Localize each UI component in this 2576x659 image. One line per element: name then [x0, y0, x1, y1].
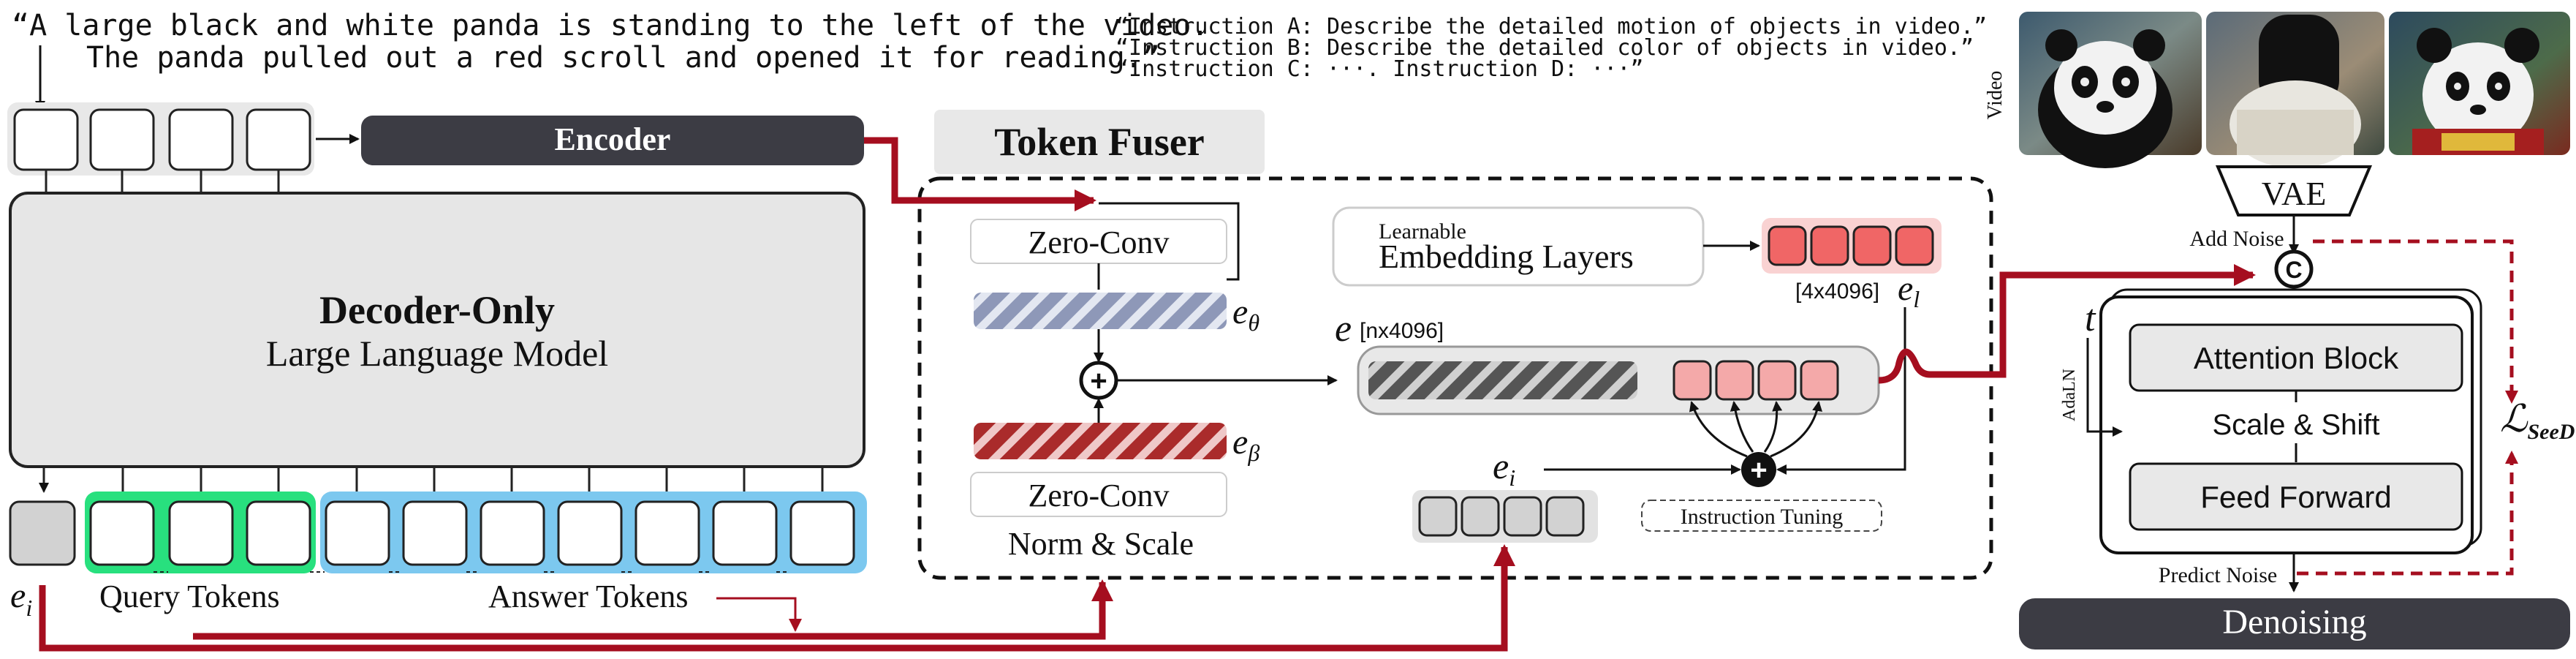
el-token	[1810, 225, 1849, 266]
e-shape-label: [nx4096]	[1360, 319, 1444, 343]
e-label: e	[1335, 308, 1352, 350]
el-shape-label: [4x4096]	[1795, 279, 1879, 304]
scale-shift-label: Scale & Shift	[2212, 409, 2379, 441]
predict-noise-label: Predict Noise	[2159, 563, 2277, 587]
el-token	[1768, 225, 1807, 266]
t-to-block-arrow	[2086, 338, 2123, 437]
el-label: el	[1898, 269, 1920, 312]
query-token	[168, 500, 234, 566]
attention-block-label: Attention Block	[2194, 341, 2399, 375]
t-label: t	[2085, 298, 2096, 339]
loss-label: ℒSeeD	[2500, 399, 2575, 444]
video-frame	[2206, 12, 2384, 168]
token-fuser-box	[917, 176, 1993, 580]
el-token	[1852, 225, 1892, 266]
e-theta-bar	[974, 293, 1227, 329]
video-frame	[2019, 12, 2202, 168]
input-token-group	[7, 102, 314, 176]
plus-symbol: +	[1090, 365, 1107, 397]
e-theta-label: eθ	[1232, 293, 1259, 336]
vae-label: VAE	[2262, 175, 2327, 212]
llm-title: Decoder-Only	[319, 288, 555, 332]
encoder-block	[361, 116, 864, 165]
instruction-tuning-label: Instruction Tuning	[1681, 505, 1844, 529]
ei-token	[1418, 496, 1458, 537]
input-token	[89, 108, 155, 171]
input-token	[13, 108, 79, 171]
denoising-bar	[2019, 598, 2570, 649]
ei-token	[1461, 496, 1500, 537]
input-token	[168, 108, 234, 171]
encoder-to-fuser-path	[864, 137, 1096, 211]
answer-token	[712, 500, 778, 566]
zero-conv-bottom	[970, 472, 1227, 517]
e-token	[1672, 360, 1712, 401]
loss-dashed-path-top	[2313, 239, 2518, 404]
llm-subtitle: Large Language Model	[266, 333, 608, 374]
zero-conv-top-label: Zero-Conv	[1028, 225, 1169, 260]
instruction-a: “Instruction A: Describe the detailed mo…	[1115, 14, 1987, 39]
instruction-b: “Instruction B: Describe the detailed co…	[1115, 35, 1974, 61]
ei-token	[1503, 496, 1542, 537]
instruction-fan-arrows	[1689, 401, 1823, 458]
condition-to-diffusion-path	[1878, 264, 2256, 384]
e-i-token	[9, 500, 76, 566]
zero-conv-skip-line	[1099, 202, 1240, 281]
query-tokens-label: Query Tokens	[99, 579, 280, 614]
norm-scale-label: Norm & Scale	[1008, 526, 1194, 562]
e-i-label: ei	[10, 576, 32, 621]
e-hatched-bar	[1368, 361, 1637, 399]
answer-token	[789, 500, 855, 566]
e-token	[1800, 360, 1839, 401]
fuser-title: Token Fuser	[994, 120, 1205, 164]
video-label: Video	[1984, 71, 2007, 120]
vae-block	[2215, 165, 2373, 216]
learnable-label: Learnable	[1379, 219, 1466, 244]
encoder-label: Encoder	[555, 121, 671, 157]
instruction-plus-icon	[1741, 452, 1776, 487]
answer-token	[557, 500, 623, 566]
prompt-line-1: “A large black and white panda is standi…	[12, 9, 1209, 42]
prompt-line-2: The panda pulled out a red scroll and op…	[86, 41, 1160, 75]
ei-to-fuser-path	[39, 544, 1515, 652]
instruction-plus-symbol: +	[1750, 454, 1767, 486]
add-noise-label: Add Noise	[2189, 227, 2284, 251]
answer-token	[480, 500, 545, 566]
e-beta-bar	[974, 423, 1227, 459]
denoising-label: Denoising	[2222, 603, 2366, 641]
loss-dashed-path-bottom	[2297, 451, 2518, 576]
embedding-layers-label: Embedding Layers	[1379, 238, 1634, 275]
el-to-plus-arrow	[1776, 307, 1906, 475]
e-token	[1715, 360, 1754, 401]
input-token	[246, 108, 311, 171]
ei-token	[1545, 496, 1585, 537]
feed-forward-block	[2129, 462, 2463, 531]
query-token	[89, 500, 155, 566]
query-to-norm-path	[193, 579, 1113, 640]
llm-block	[9, 192, 865, 468]
answer-token	[402, 500, 468, 566]
video-frame	[2389, 12, 2570, 155]
answer-token	[634, 500, 700, 566]
feed-forward-label: Feed Forward	[2200, 480, 2391, 514]
adaln-label: AdaLN	[2060, 369, 2079, 421]
answer-tokens-label: Answer Tokens	[488, 579, 689, 614]
answer-token	[325, 500, 390, 566]
answer-drop-arrow	[716, 597, 802, 632]
instruction-tuning-box	[1641, 500, 1882, 532]
zero-conv-bottom-label: Zero-Conv	[1028, 478, 1169, 513]
concat-symbol: C	[2285, 257, 2302, 283]
e-token	[1757, 360, 1797, 401]
fuser-title-tab	[934, 110, 1265, 174]
ei-fuser-label: ei	[1493, 445, 1515, 491]
query-token	[246, 500, 311, 566]
e-beta-label: eβ	[1232, 423, 1259, 466]
el-token	[1895, 225, 1934, 266]
instruction-c: “Instruction C: ···. Instruction D: ···”	[1115, 56, 1643, 82]
